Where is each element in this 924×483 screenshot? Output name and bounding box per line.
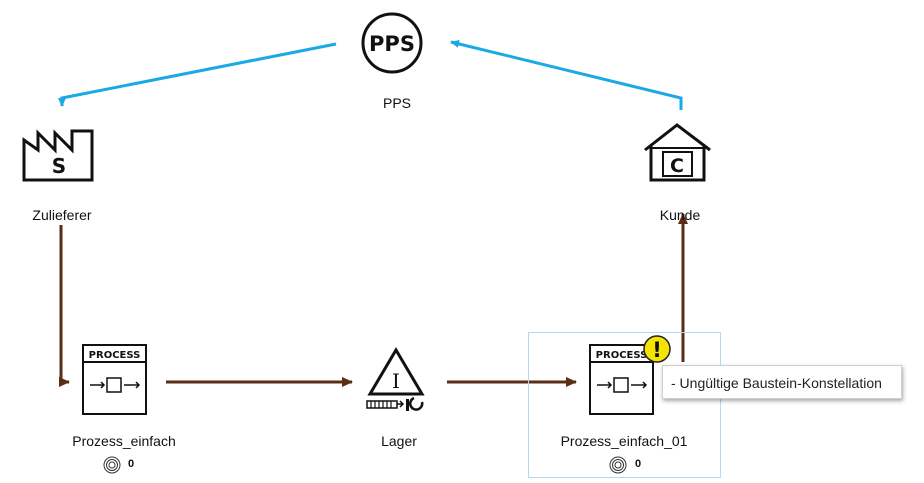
loop-arrow-icon xyxy=(409,396,424,411)
info-flow-customer-to-pps[interactable] xyxy=(450,40,683,110)
process1-icon-text: PROCESS xyxy=(89,350,141,361)
process2-count: 0 xyxy=(635,458,642,470)
supplier-node[interactable]: S xyxy=(22,129,94,182)
process2-node[interactable]: PROCESS ! xyxy=(589,335,671,415)
pps-icon-text: PPS xyxy=(369,32,415,56)
customer-house-roofline xyxy=(651,147,704,149)
supplier-icon-text: S xyxy=(52,154,66,178)
selection-frame xyxy=(528,332,721,478)
validation-tooltip: - Ungültige Baustein-Konstellation xyxy=(662,365,902,399)
inventory-label: Lager xyxy=(381,433,417,449)
process1-label: Prozess_einfach xyxy=(72,433,176,449)
warning-symbol: ! xyxy=(652,338,662,362)
inventory-icon-text: I xyxy=(392,369,400,393)
process1-count: 0 xyxy=(128,458,135,470)
process1-node[interactable]: PROCESS xyxy=(82,344,147,415)
pps-node[interactable]: PPS xyxy=(361,12,423,74)
inventory-triangle-icon xyxy=(367,347,425,396)
customer-node[interactable]: C xyxy=(644,123,711,182)
customer-icon-text: C xyxy=(670,155,684,177)
customer-letter-box xyxy=(662,151,693,177)
warning-icon[interactable]: ! xyxy=(643,335,671,363)
stock-count-icon xyxy=(103,456,121,474)
process2-label: Prozess_einfach_01 xyxy=(560,433,688,449)
stock-count-icon xyxy=(609,456,627,474)
inventory-node[interactable]: I xyxy=(366,347,425,411)
factory-icon xyxy=(22,129,94,182)
info-flow-pps-to-supplier[interactable] xyxy=(58,42,337,107)
process2-icon-text: PROCESS xyxy=(596,350,648,361)
pps-label: PPS xyxy=(382,95,412,111)
material-flow-supplier-to-process1[interactable] xyxy=(59,225,70,387)
supplier-label: Zulieferer xyxy=(32,207,92,223)
production-control-icon xyxy=(361,12,423,74)
customer-label: Kunde xyxy=(659,207,701,223)
